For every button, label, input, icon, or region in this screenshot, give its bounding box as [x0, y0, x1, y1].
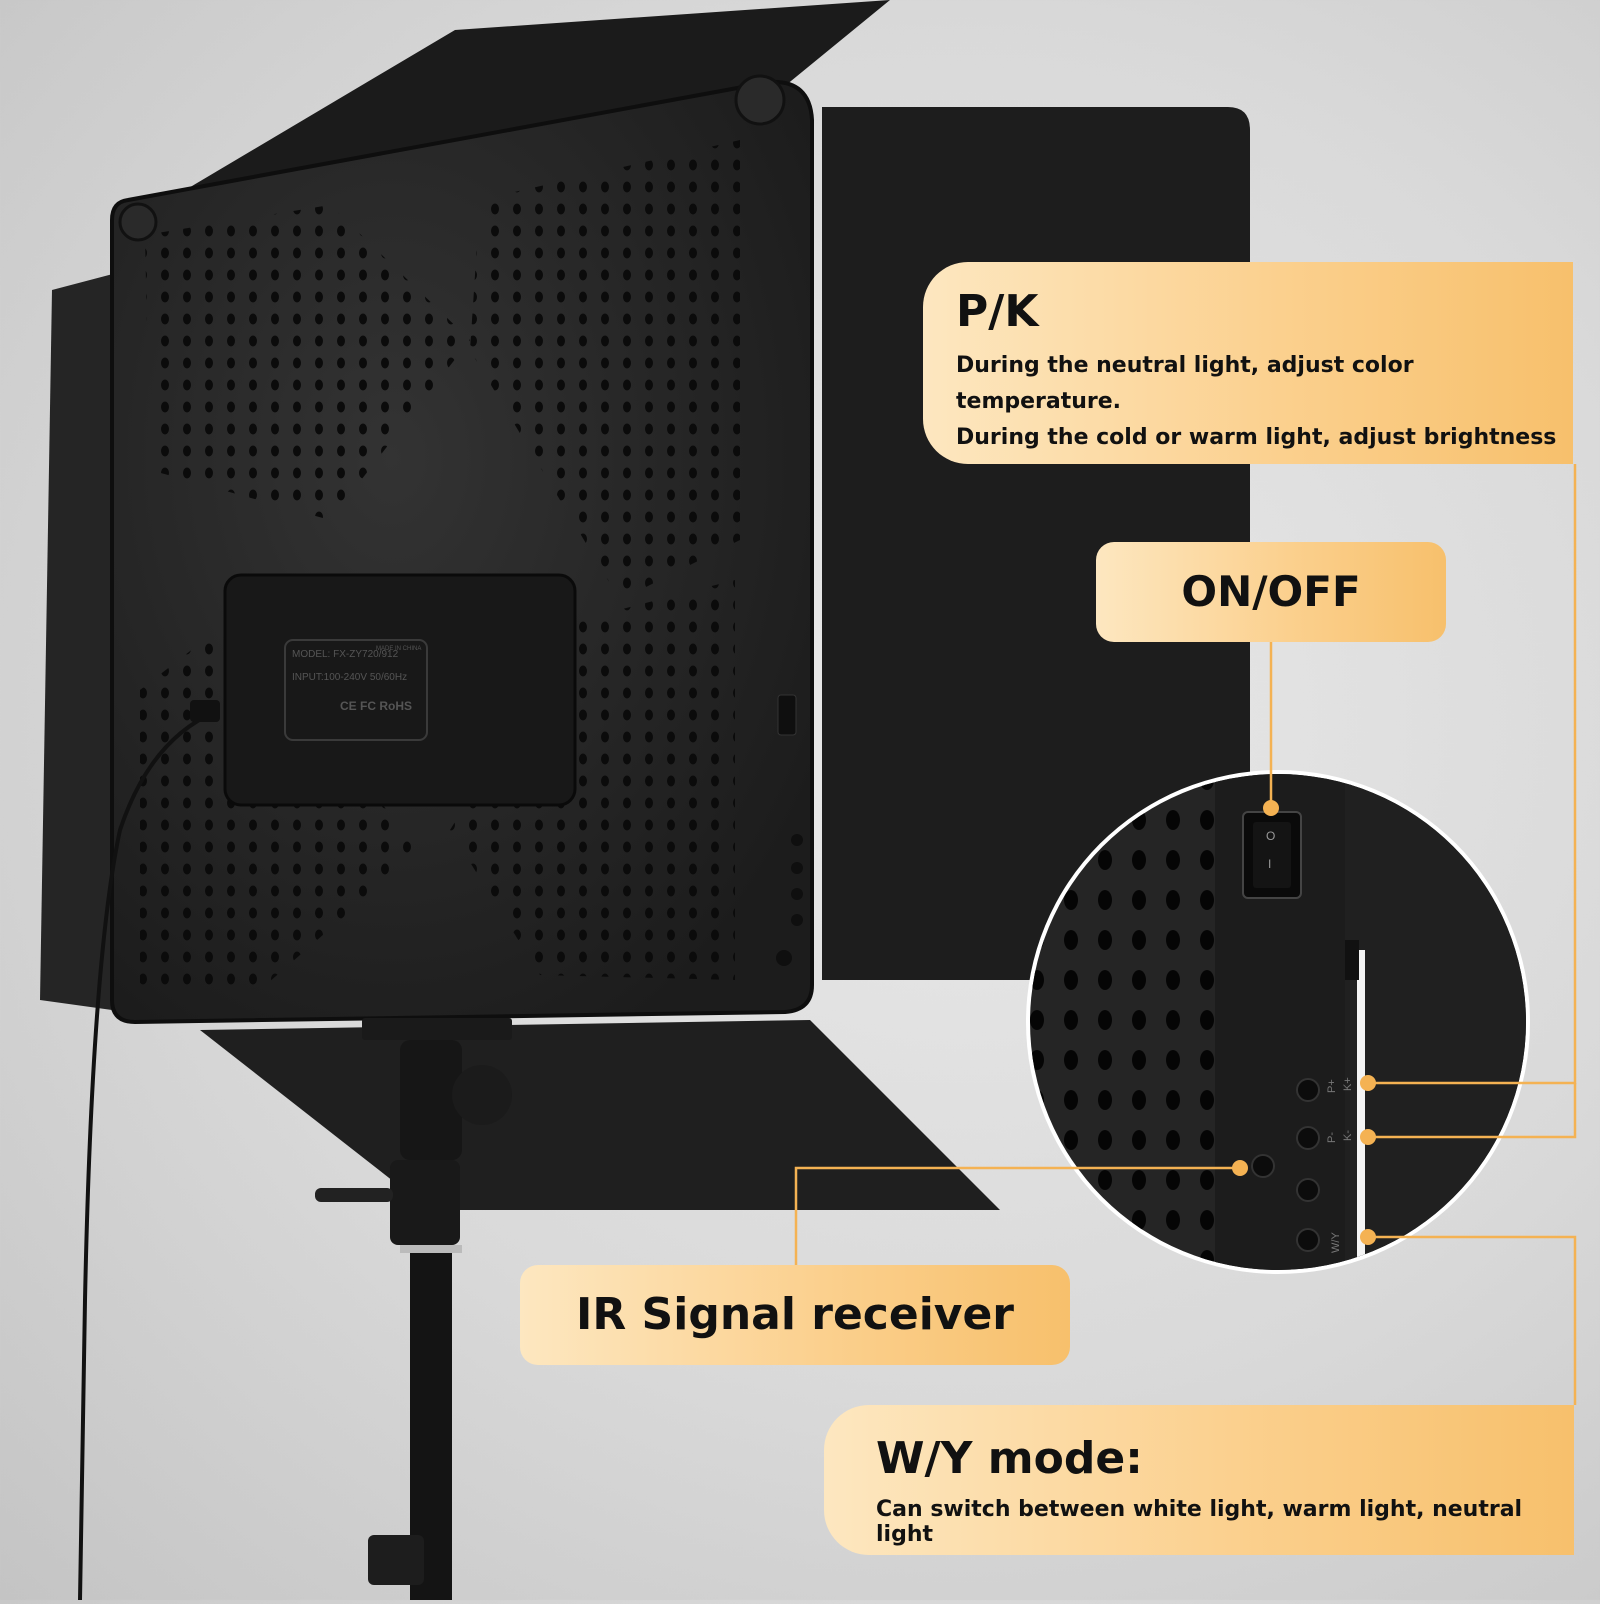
pk-line-2: During the cold or warm light, adjust br…: [956, 424, 1557, 450]
zoom-button-wy: [1296, 1228, 1320, 1252]
vent-holes-top-left: [145, 205, 470, 520]
switch-mark-off: O: [1266, 829, 1275, 843]
leader-lines: [794, 464, 1577, 1405]
pk-line-1: During the neutral light, adjust color t…: [956, 353, 1414, 415]
stand-ring: [400, 1245, 462, 1253]
switch-mark-on: I: [1268, 857, 1271, 871]
barn-door-left: [40, 270, 128, 1010]
callout-onoff: ON/OFF: [1096, 542, 1446, 642]
label-wy: W/Y: [1330, 1232, 1342, 1253]
pk-title: P/K: [956, 286, 1039, 337]
stand-lock: [368, 1535, 424, 1585]
label-k-plus: K+: [1342, 1077, 1354, 1091]
adapter-input-text: INPUT:100-240V 50/60Hz: [292, 672, 407, 683]
zoom-button-extra: [1296, 1178, 1320, 1202]
barn-door-top: [160, 0, 890, 205]
label-k-minus: K-: [1342, 1130, 1354, 1141]
power-adapter: [223, 573, 577, 807]
callout-pk: P/K During the neutral light, adjust col…: [923, 262, 1573, 464]
wy-desc: Can switch between white light, warm lig…: [876, 1497, 1523, 1548]
barn-door-bottom: [200, 1020, 1000, 1210]
tilt-knob: [452, 1065, 512, 1125]
adapter-origin-text: MADE IN CHINA: [376, 646, 421, 652]
vent-holes-top-right: [470, 140, 740, 600]
vent-holes-bottom-right: [450, 580, 735, 980]
panel-switch: [777, 694, 797, 736]
zoom-ir-receiver: [1251, 1154, 1275, 1178]
callout-ir-receiver: IR Signal receiver: [520, 1265, 1070, 1365]
adapter-model-text: MODEL: FX-ZY720/912: [292, 649, 399, 660]
adapter-marks-text: CE FC RoHS: [340, 699, 412, 713]
corner-knob-top-right: [734, 74, 786, 126]
callout-wy-mode: W/Y mode: Can switch between white light…: [824, 1405, 1574, 1555]
zoom-button-pk-plus: [1296, 1078, 1320, 1102]
wy-title: W/Y mode:: [876, 1433, 1143, 1484]
label-p-minus: P-: [1326, 1132, 1338, 1143]
stand-clamp: [390, 1160, 460, 1245]
power-cable: [78, 710, 216, 1601]
corner-knob-top-left: [118, 202, 158, 242]
zoom-button-pk-minus: [1296, 1126, 1320, 1150]
clamp-lever: [315, 1188, 393, 1202]
mount-plate: [362, 1018, 512, 1040]
leader-dots: [1232, 800, 1376, 1245]
mount-bracket: [400, 1040, 462, 1160]
label-p-plus: P+: [1326, 1079, 1338, 1093]
